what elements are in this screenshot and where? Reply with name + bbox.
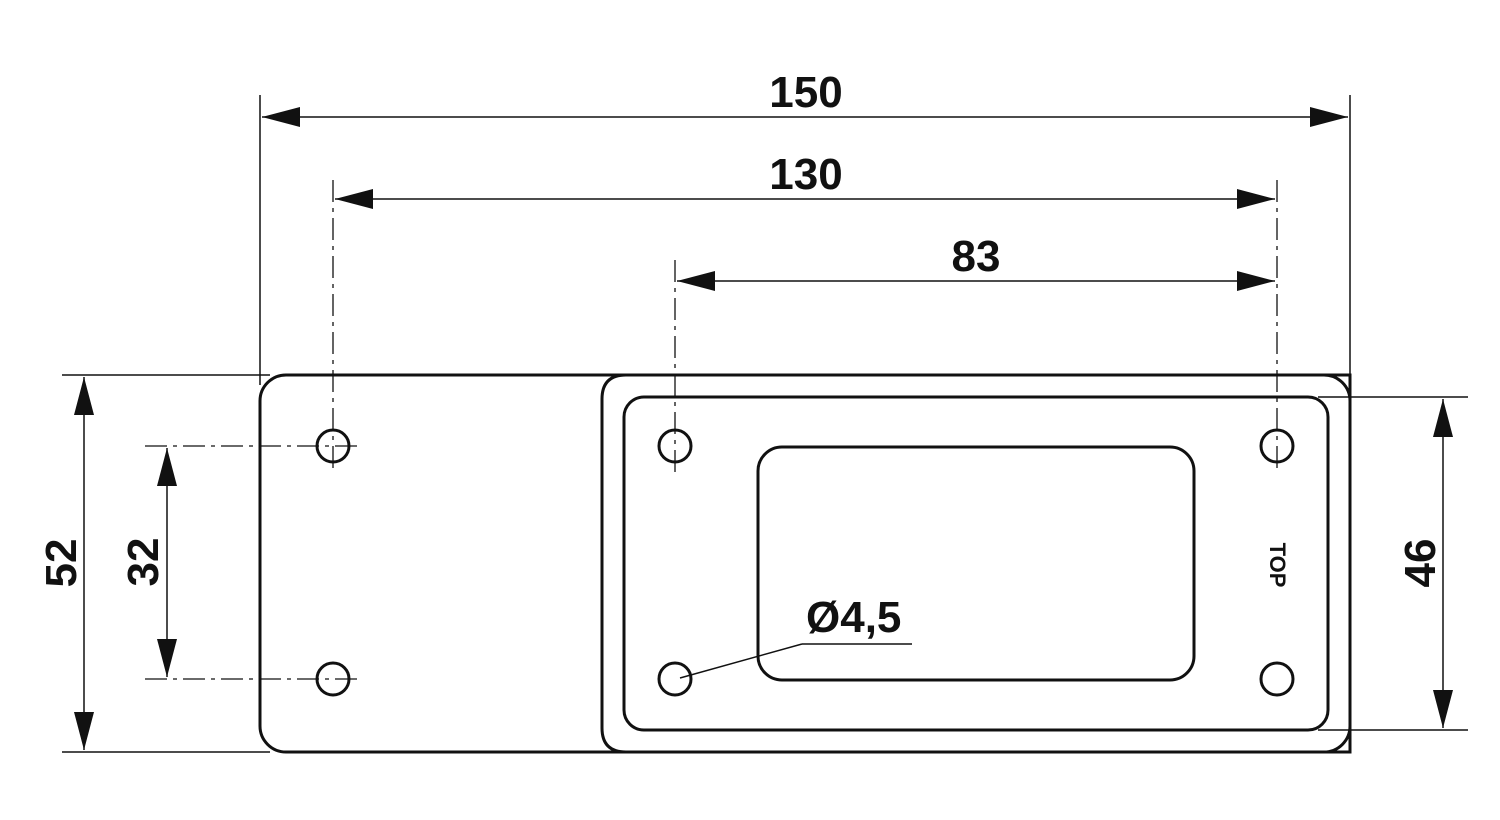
hole-frame-bottom-left (657, 661, 693, 697)
dim-label-52: 52 (37, 539, 86, 588)
arrow-83-left (677, 271, 715, 291)
dim-label-46: 46 (1396, 539, 1445, 588)
arrow-130-left (335, 189, 373, 209)
arrow-52-top (74, 377, 94, 415)
arrow-46-bottom (1433, 690, 1453, 728)
hole-diameter-label: Ø4,5 (806, 593, 901, 642)
top-orientation-label: TOP (1265, 543, 1290, 588)
dim-label-32: 32 (119, 538, 168, 587)
dim-label-83: 83 (952, 232, 1001, 281)
hole-frame-bottom-right (1259, 661, 1295, 697)
arrow-32-bottom (157, 639, 177, 677)
frame-inner-outline (622, 395, 1330, 732)
arrow-150-right (1310, 107, 1348, 127)
arrow-46-top (1433, 399, 1453, 437)
arrow-83-right (1237, 271, 1275, 291)
arrow-52-bottom (74, 712, 94, 750)
window-cutout (756, 445, 1196, 682)
dim-label-130: 130 (769, 150, 842, 199)
frame-outer-outline (600, 373, 1352, 754)
dim-label-150: 150 (769, 68, 842, 117)
arrow-150-left (262, 107, 300, 127)
base-plate-outline (258, 373, 1352, 754)
arrow-130-right (1237, 189, 1275, 209)
leader-line-diameter (679, 643, 803, 679)
arrow-32-top (157, 448, 177, 486)
